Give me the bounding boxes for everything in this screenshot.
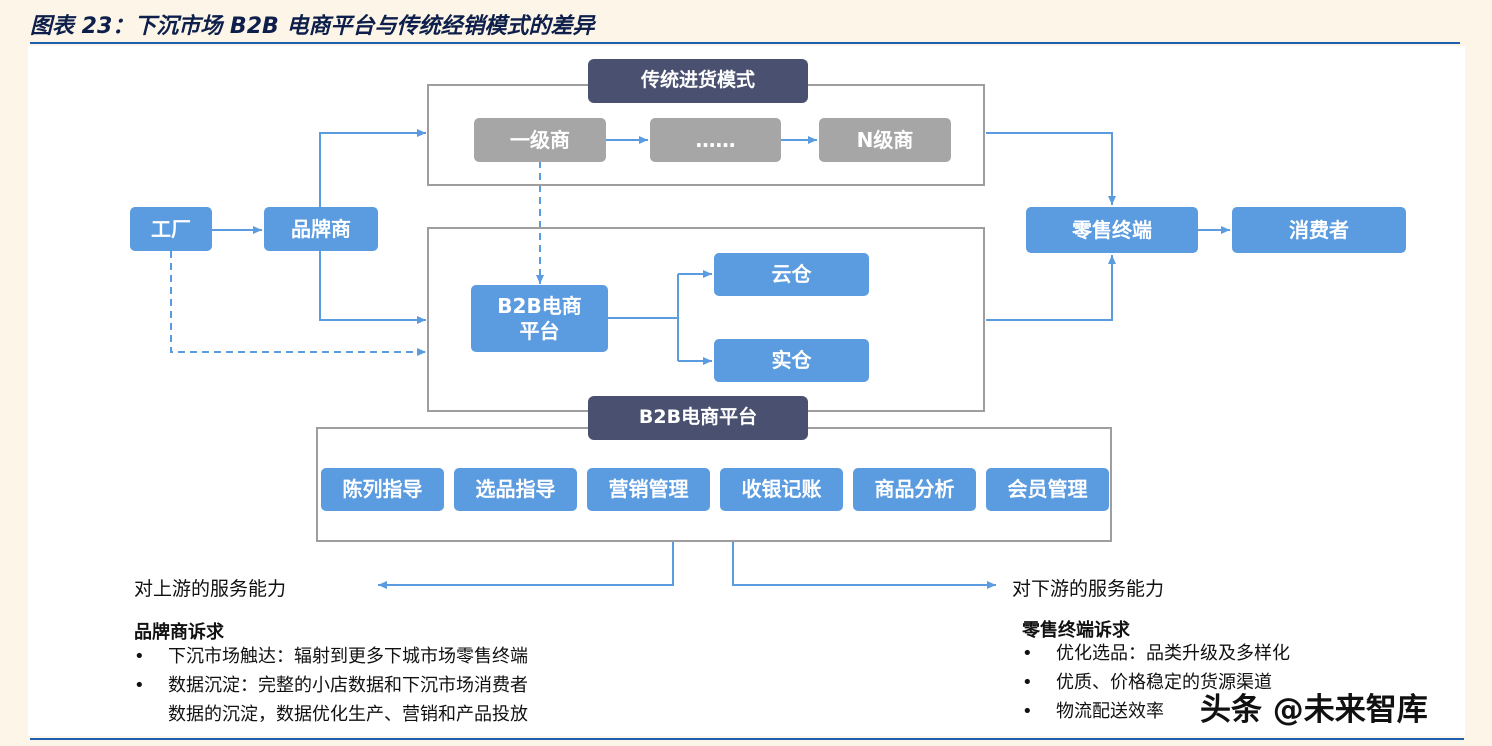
service-product-analysis: 商品分析 bbox=[853, 468, 976, 511]
arrow-factory-to-b2b-dashed bbox=[170, 251, 426, 356]
service-selection-guidance: 选品指导 bbox=[454, 468, 577, 511]
arrow-b2b-to-retail bbox=[986, 255, 1116, 321]
downstream-bullet-list: 优化选品：品类升级及多样化 优质、价格稳定的货源渠道 物流配送效率 bbox=[1020, 639, 1290, 726]
downstream-label: 对下游的服务能力 bbox=[1012, 578, 1165, 600]
watermark: 头条 @未来智库 bbox=[1200, 692, 1428, 728]
bottom-rule bbox=[30, 738, 1464, 740]
node-factory: 工厂 bbox=[130, 207, 212, 251]
service-marketing-management: 营销管理 bbox=[587, 468, 710, 511]
downstream-bullet: 优化选品：品类升级及多样化 bbox=[1020, 639, 1290, 668]
node-first-level-dealer: 一级商 bbox=[474, 118, 606, 162]
node-b2b-platform: B2B电商 平台 bbox=[471, 285, 608, 352]
node-brand: 品牌商 bbox=[264, 207, 378, 251]
node-physical-warehouse: 实仓 bbox=[714, 339, 869, 382]
b2b-services-header: B2B电商平台 bbox=[588, 396, 808, 440]
upstream-label: 对上游的服务能力 bbox=[134, 578, 287, 600]
node-ellipsis: …… bbox=[650, 118, 781, 162]
figure-title-bar: 图表 23：下沉市场 B2B 电商平台与传统经销模式的差异 bbox=[0, 0, 1470, 44]
node-cloud-warehouse: 云仓 bbox=[714, 253, 869, 296]
node-retail-terminal: 零售终端 bbox=[1026, 207, 1198, 253]
upstream-bullet: 数据沉淀：完整的小店数据和下沉市场消费者 数据的沉淀，数据优化生产、营销和产品投… bbox=[132, 671, 528, 729]
service-display-guidance: 陈列指导 bbox=[321, 468, 444, 511]
arrow-brand-to-traditional bbox=[319, 129, 426, 207]
upstream-bullet: 下沉市场触达：辐射到更多下城市场零售终端 bbox=[132, 642, 528, 671]
traditional-mode-header: 传统进货模式 bbox=[588, 59, 808, 103]
title-rule bbox=[30, 42, 1460, 44]
arrow-brand-to-b2b bbox=[319, 251, 426, 324]
upstream-bullet-list: 下沉市场触达：辐射到更多下城市场零售终端 数据沉淀：完整的小店数据和下沉市场消费… bbox=[132, 642, 528, 729]
figure-title: 图表 23：下沉市场 B2B 电商平台与传统经销模式的差异 bbox=[30, 14, 595, 39]
node-n-level-dealer: N级商 bbox=[819, 118, 951, 162]
arrow-to-upstream bbox=[378, 542, 674, 589]
node-consumer: 消费者 bbox=[1232, 207, 1406, 253]
downstream-bullet: 优质、价格稳定的货源渠道 bbox=[1020, 668, 1290, 697]
service-checkout-bookkeeping: 收银记账 bbox=[720, 468, 843, 511]
downstream-heading: 零售终端诉求 bbox=[1022, 620, 1130, 641]
service-member-management: 会员管理 bbox=[986, 468, 1109, 511]
arrow-traditional-to-retail bbox=[986, 132, 1116, 205]
arrow-to-downstream bbox=[732, 542, 996, 589]
downstream-bullet: 物流配送效率 bbox=[1020, 697, 1290, 726]
upstream-heading: 品牌商诉求 bbox=[134, 622, 224, 643]
